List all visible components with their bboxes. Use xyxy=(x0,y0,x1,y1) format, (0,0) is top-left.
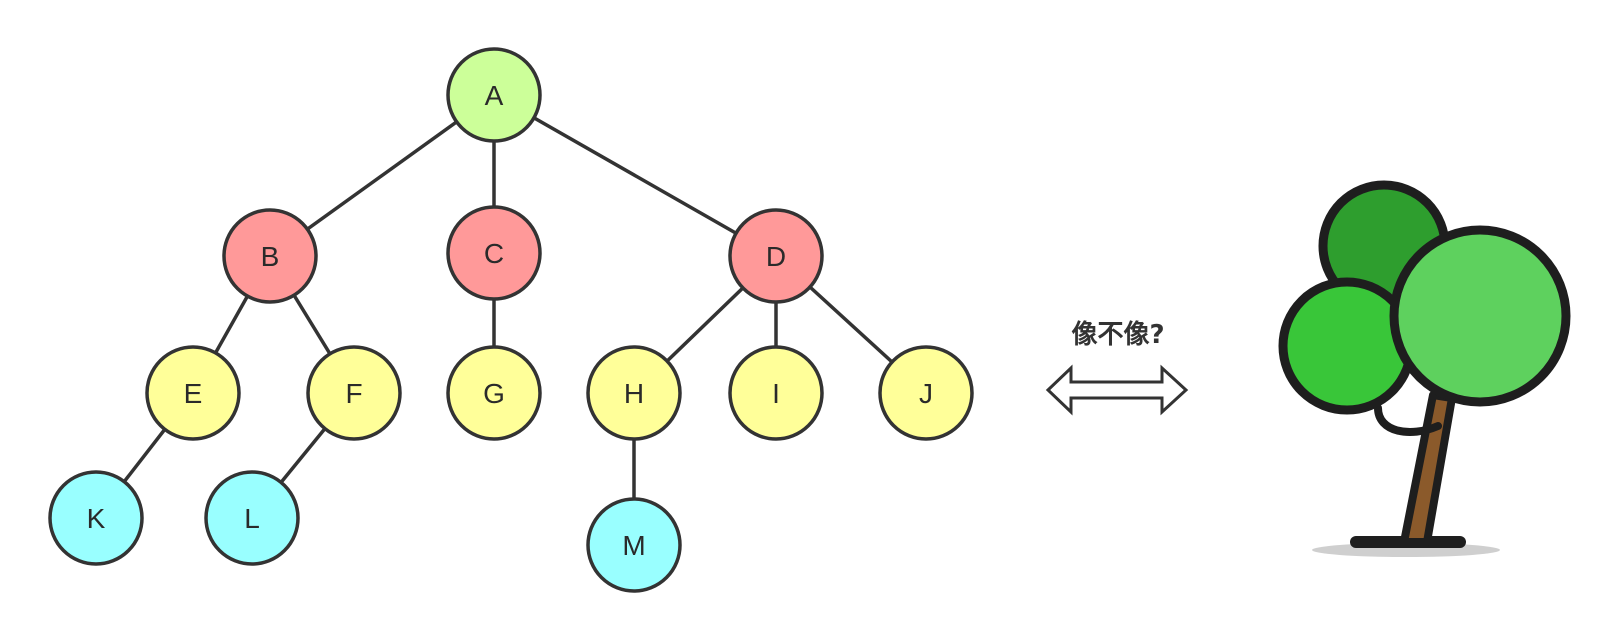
node-label: I xyxy=(772,378,780,409)
node-circle xyxy=(306,345,402,441)
node-h: H xyxy=(586,345,682,441)
caption: 像不像? xyxy=(1071,320,1164,350)
node-label: E xyxy=(184,378,203,409)
node-label: D xyxy=(766,241,786,272)
node-j: J xyxy=(878,345,974,441)
node-label: M xyxy=(622,530,645,561)
tree-canopy-right xyxy=(1389,225,1571,407)
node-d: D xyxy=(728,208,824,304)
nodes: A B C D E F G H I J K L M xyxy=(48,47,974,593)
node-label: G xyxy=(483,378,505,409)
node-circle xyxy=(446,345,542,441)
node-label: B xyxy=(261,241,280,272)
tree-icon xyxy=(1278,180,1571,557)
double-headed-arrow-icon xyxy=(1045,364,1189,416)
node-g: G xyxy=(446,345,542,441)
node-circle xyxy=(728,208,824,304)
tree-branch xyxy=(1374,404,1442,436)
edge-a-d xyxy=(493,93,777,258)
node-circle xyxy=(446,205,542,301)
node-e: E xyxy=(145,345,241,441)
edges xyxy=(94,93,928,545)
node-circle xyxy=(446,47,542,143)
node-k: K xyxy=(48,470,144,566)
node-circle xyxy=(586,497,682,593)
node-label: J xyxy=(919,378,933,409)
node-label: K xyxy=(87,503,106,534)
node-circle xyxy=(204,470,300,566)
node-m: M xyxy=(586,497,682,593)
node-circle xyxy=(145,345,241,441)
node-circle xyxy=(728,345,824,441)
node-label: H xyxy=(624,378,644,409)
tree-trunk xyxy=(1400,391,1456,546)
node-label: L xyxy=(244,503,260,534)
node-l: L xyxy=(204,470,300,566)
node-circle xyxy=(586,345,682,441)
node-i: I xyxy=(728,345,824,441)
node-circle xyxy=(222,208,318,304)
node-b: B xyxy=(222,208,318,304)
node-circle xyxy=(48,470,144,566)
node-circle xyxy=(878,345,974,441)
node-f: F xyxy=(306,345,402,441)
node-c: C xyxy=(446,205,542,301)
node-label: A xyxy=(485,80,504,111)
node-label: C xyxy=(484,238,504,269)
node-label: F xyxy=(345,378,362,409)
node-a: A xyxy=(446,47,542,143)
